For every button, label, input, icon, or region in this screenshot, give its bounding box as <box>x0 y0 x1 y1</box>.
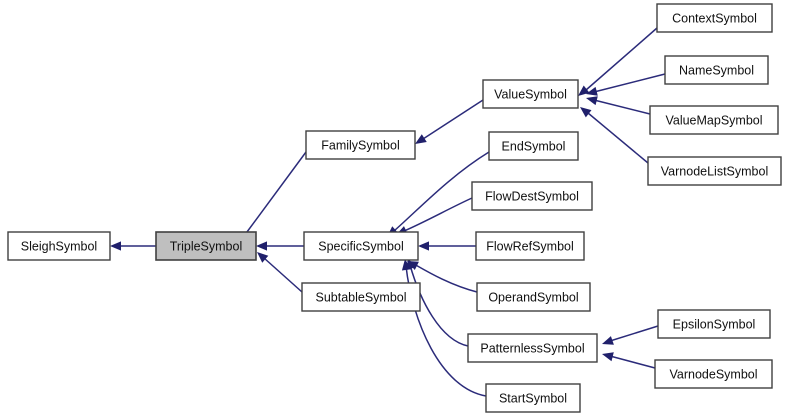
node-sleigh[interactable]: SleighSymbol <box>7 231 111 261</box>
edge-flowref-to-specific <box>418 241 476 251</box>
node-box-context[interactable] <box>656 3 773 33</box>
edge-value-to-family <box>415 99 484 144</box>
edge-triple-to-sleigh <box>110 241 156 251</box>
edge-valuemap-to-value <box>586 96 651 115</box>
node-box-end[interactable] <box>488 131 579 161</box>
arrowhead-icon <box>602 336 614 345</box>
arrowhead-icon <box>401 259 412 271</box>
arrowhead-icon <box>257 252 269 263</box>
edge-line <box>593 99 651 115</box>
node-box-flowref[interactable] <box>475 231 585 261</box>
node-start[interactable]: StartSymbol <box>485 383 581 413</box>
arrowhead-icon <box>580 107 592 118</box>
nodes-layer: SleighSymbol TripleSymbol FamilySymbolSpec… <box>7 3 782 413</box>
edge-line <box>263 257 303 293</box>
node-box-family[interactable] <box>305 130 416 160</box>
node-box-subtable[interactable] <box>301 282 421 312</box>
edge-line <box>585 27 658 91</box>
arrowhead-icon <box>418 241 429 251</box>
edge-name-to-value <box>586 73 666 96</box>
arrowhead-icon <box>578 85 590 96</box>
edge-context-to-value <box>578 27 658 96</box>
edge-line <box>593 73 666 93</box>
arrowhead-icon <box>602 352 614 362</box>
node-box-flowdest[interactable] <box>471 181 593 211</box>
node-patternless[interactable]: PatternlessSymbol <box>467 333 598 363</box>
node-box-operand[interactable] <box>476 282 591 312</box>
edge-line <box>409 264 469 347</box>
node-box-triple[interactable] <box>155 231 257 261</box>
arrowhead-icon <box>415 134 427 144</box>
node-varnodelist[interactable]: VarnodeListSymbol <box>647 156 782 186</box>
node-flowdest[interactable]: FlowDestSymbol <box>471 181 593 211</box>
node-flowref[interactable]: FlowRefSymbol <box>475 231 585 261</box>
node-box-varnodelist[interactable] <box>647 156 782 186</box>
node-varnode[interactable]: VarnodeSymbol <box>654 359 773 389</box>
edge-line <box>422 99 484 140</box>
arrowhead-icon <box>586 96 598 106</box>
edge-line <box>609 325 659 342</box>
edge-family-to-triple <box>238 151 307 244</box>
edge-line <box>243 151 307 237</box>
node-subtable[interactable]: SubtableSymbol <box>301 282 421 312</box>
edge-line <box>609 355 656 369</box>
edge-flowdest-to-specific <box>396 197 473 235</box>
node-valuemap[interactable]: ValueMapSymbol <box>649 105 779 135</box>
edge-varnode-to-patternless <box>602 352 656 369</box>
edge-line <box>403 197 473 232</box>
node-box-specific[interactable] <box>303 231 419 261</box>
node-epsilon[interactable]: EpsilonSymbol <box>657 309 771 339</box>
node-end[interactable]: EndSymbol <box>488 131 579 161</box>
node-family[interactable]: FamilySymbol <box>305 130 416 160</box>
node-box-varnode[interactable] <box>654 359 773 389</box>
edge-varnodelist-to-value <box>580 107 649 164</box>
node-box-patternless[interactable] <box>467 333 598 363</box>
edge-line <box>393 151 490 232</box>
node-box-start[interactable] <box>485 383 581 413</box>
node-value[interactable]: ValueSymbol <box>482 79 579 109</box>
node-box-name[interactable] <box>664 55 769 85</box>
arrowhead-icon <box>256 241 267 251</box>
edge-line <box>413 263 478 293</box>
edge-epsilon-to-patternless <box>602 325 659 345</box>
node-box-sleigh[interactable] <box>7 231 111 261</box>
arrowhead-icon <box>110 241 121 251</box>
node-name[interactable]: NameSymbol <box>664 55 769 85</box>
edge-specific-to-triple <box>256 241 304 251</box>
node-operand[interactable]: OperandSymbol <box>476 282 591 312</box>
edge-subtable-to-triple <box>257 252 303 293</box>
node-box-valuemap[interactable] <box>649 105 779 135</box>
edge-line <box>587 112 649 164</box>
node-context[interactable]: ContextSymbol <box>656 3 773 33</box>
node-box-value[interactable] <box>482 79 579 109</box>
arrowhead-icon <box>586 86 598 96</box>
node-box-epsilon[interactable] <box>657 309 771 339</box>
node-triple[interactable]: TripleSymbol <box>155 231 257 261</box>
node-specific[interactable]: SpecificSymbol <box>303 231 419 261</box>
